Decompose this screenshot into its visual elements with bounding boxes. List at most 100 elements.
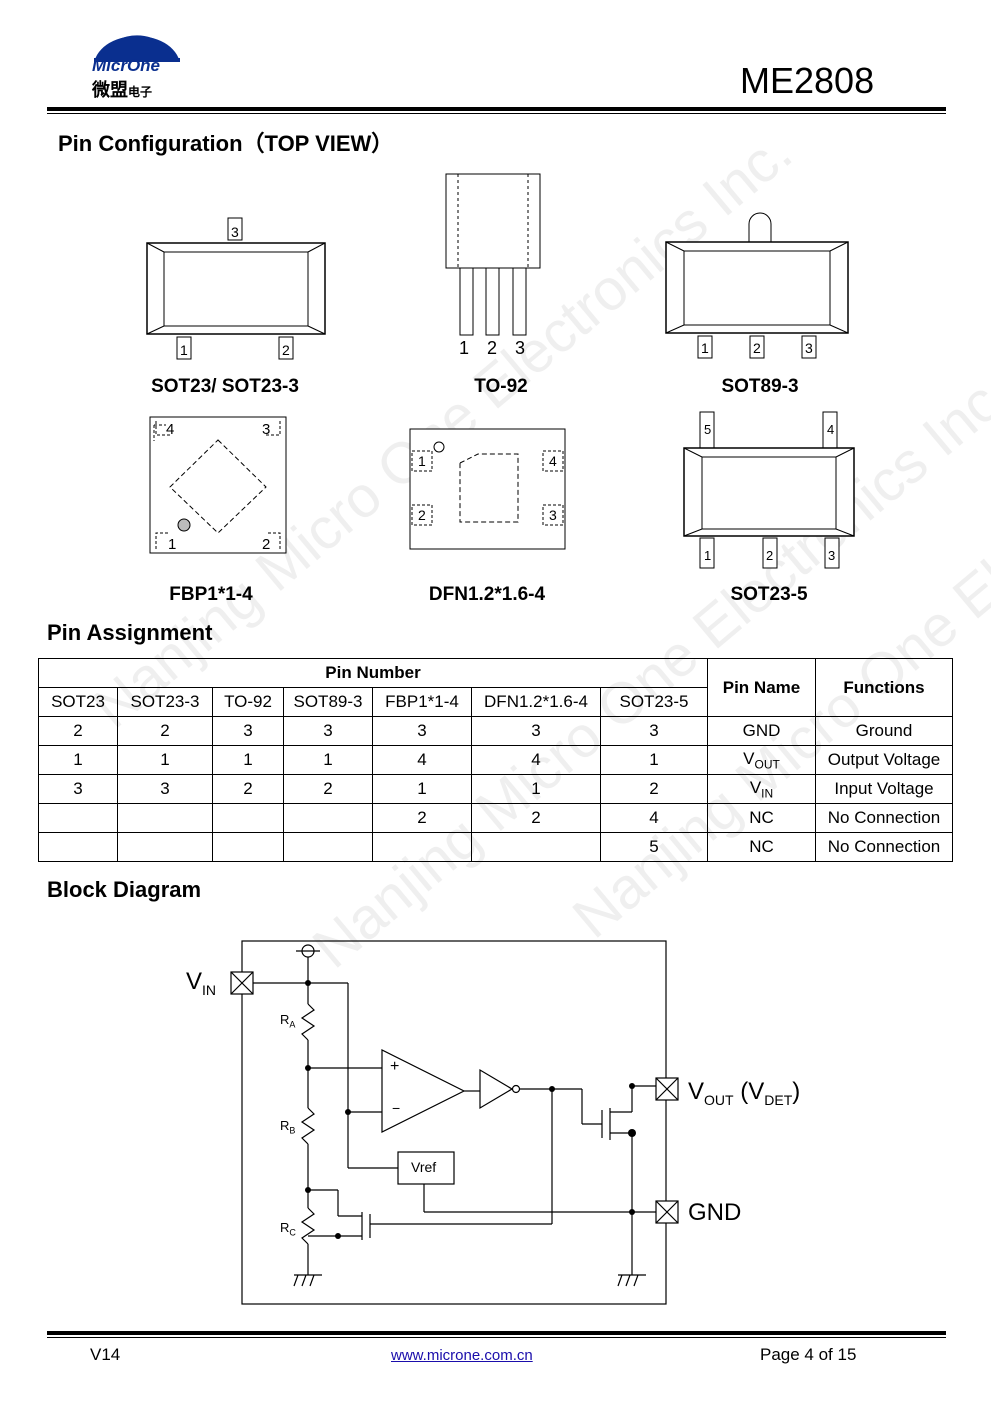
to92-label: TO-92 <box>474 376 528 397</box>
gnd-label: GND <box>688 1199 742 1226</box>
sot23-pin-1: 1 <box>180 342 188 358</box>
col-header-to92: TO-92 <box>212 687 284 717</box>
logo-text-en: MicrOne <box>92 56 161 75</box>
table-cell: 2 <box>600 774 708 804</box>
header-rule-thin <box>47 113 946 114</box>
col-header-sot23-5: SOT23-5 <box>600 687 708 717</box>
table-cell: 4 <box>600 803 708 833</box>
rc-label-sub: C <box>289 1227 296 1238</box>
table-row: 3 3 2 2 1 1 2 VIN Input Voltage <box>38 774 953 804</box>
block-diagram-schematic <box>230 940 679 1305</box>
vout-label: VOUT (VDET) <box>688 1078 800 1108</box>
table-cell: 5 <box>600 832 708 862</box>
table-row: 1 1 1 1 4 4 1 VOUT Output Voltage <box>38 745 953 775</box>
block-diagram-heading: Block Diagram <box>47 877 202 902</box>
function-cell: Input Voltage <box>815 774 953 804</box>
pin-name-cell: NC <box>707 832 816 862</box>
pin-name-subscript: OUT <box>754 757 780 772</box>
table-row: 2 2 4 NC No Connection <box>38 803 953 833</box>
table-cell: 2 <box>283 774 373 804</box>
ra-label: RA <box>280 1012 295 1030</box>
sot89-pin-3: 3 <box>805 340 813 356</box>
rc-label: RC <box>280 1220 296 1238</box>
opamp-minus-label: − <box>392 1100 401 1116</box>
dfn-package-drawing <box>409 428 566 550</box>
header-rule-thick <box>47 107 946 111</box>
pin-name-cell: VIN <box>707 774 816 804</box>
col-header-sot23: SOT23 <box>38 687 118 717</box>
junction-dots <box>305 980 636 1239</box>
table-cell <box>471 832 601 862</box>
pin-name-cell: GND <box>707 716 816 746</box>
table-cell: 1 <box>38 745 118 775</box>
ra-label-main: R <box>280 1012 290 1027</box>
table-cell: 2 <box>372 803 472 833</box>
sot23-package-drawing <box>146 217 326 360</box>
sot235-pin-3: 3 <box>828 548 836 563</box>
footer-page-number: Page 4 of 15 <box>760 1345 857 1364</box>
dfn-pin-1: 1 <box>418 453 426 469</box>
rb-label: RB <box>280 1118 295 1136</box>
table-cell: 3 <box>372 716 472 746</box>
to92-pin-2: 2 <box>487 338 498 358</box>
table-cell: 3 <box>283 716 373 746</box>
sot23-pin-3: 3 <box>231 224 239 240</box>
dfn-pin-4: 4 <box>549 453 557 469</box>
pin-name-text: GND <box>742 721 781 740</box>
pin-name-text: NC <box>749 837 774 856</box>
footer-website-link[interactable]: www.microne.com.cn <box>391 1347 533 1364</box>
table-cell <box>117 832 213 862</box>
pin-name-cell: VOUT <box>707 745 816 775</box>
table-cell <box>372 832 472 862</box>
vin-label-main: V <box>186 968 203 995</box>
table-cell: 2 <box>38 716 118 746</box>
table-cell: 3 <box>212 716 284 746</box>
fbp-pin-3: 3 <box>262 421 271 438</box>
table-cell: 2 <box>117 716 213 746</box>
dfn-pin-3: 3 <box>549 507 557 523</box>
company-logo: MicrOne 微盟电子 <box>88 18 188 102</box>
table-cell <box>117 803 213 833</box>
pin-name-cell: NC <box>707 803 816 833</box>
pin-name-text: NC <box>749 808 774 827</box>
fbp-label: FBP1*1-4 <box>169 584 253 605</box>
table-cell <box>38 803 118 833</box>
function-cell: Output Voltage <box>815 745 953 775</box>
vout-label-main: V <box>688 1078 705 1105</box>
table-cell: 1 <box>212 745 284 775</box>
footer-rule-thick <box>47 1331 946 1335</box>
table-cell: 2 <box>471 803 601 833</box>
function-cell: Ground <box>815 716 953 746</box>
dfn-pin-2: 2 <box>418 507 426 523</box>
dfn-label: DFN1.2*1.6-4 <box>428 584 546 605</box>
col-header-dfn: DFN1.2*1.6-4 <box>471 687 601 717</box>
to92-pin-1: 1 <box>459 338 470 358</box>
sot89-pin-1: 1 <box>701 340 709 356</box>
pin-name-text: V <box>743 748 755 768</box>
part-number: ME2808 <box>740 60 875 101</box>
logo-globe-icon <box>88 35 188 102</box>
table-cell: 3 <box>117 774 213 804</box>
table-cell: 4 <box>372 745 472 775</box>
sot23-label: SOT23/ SOT23-3 <box>151 376 299 397</box>
table-cell: 4 <box>471 745 601 775</box>
function-cell: No Connection <box>815 803 953 833</box>
vdet-label-close: ) <box>792 1078 801 1105</box>
sot23-pin-2: 2 <box>282 342 290 358</box>
col-header-sot89-3: SOT89-3 <box>283 687 373 717</box>
vref-label: Vref <box>411 1159 437 1175</box>
opamp-plus-label: + <box>390 1058 400 1075</box>
rb-label-sub: B <box>289 1125 296 1136</box>
fbp-pin-4: 4 <box>166 421 175 438</box>
vdet-label-sub: DET <box>764 1091 793 1108</box>
vin-label-sub: IN <box>202 981 217 998</box>
vout-label-sub: OUT <box>704 1091 734 1108</box>
table-cell <box>283 803 373 833</box>
ra-label-sub: A <box>289 1019 296 1030</box>
fbp-package-drawing <box>149 416 287 554</box>
sot235-label: SOT23-5 <box>730 584 808 605</box>
logo-text-cn: 微盟电子 <box>92 76 152 102</box>
pin-name-header: Pin Name <box>707 658 816 717</box>
footer-rule-thin <box>47 1337 946 1338</box>
logo-cn-main: 微盟 <box>92 80 128 100</box>
